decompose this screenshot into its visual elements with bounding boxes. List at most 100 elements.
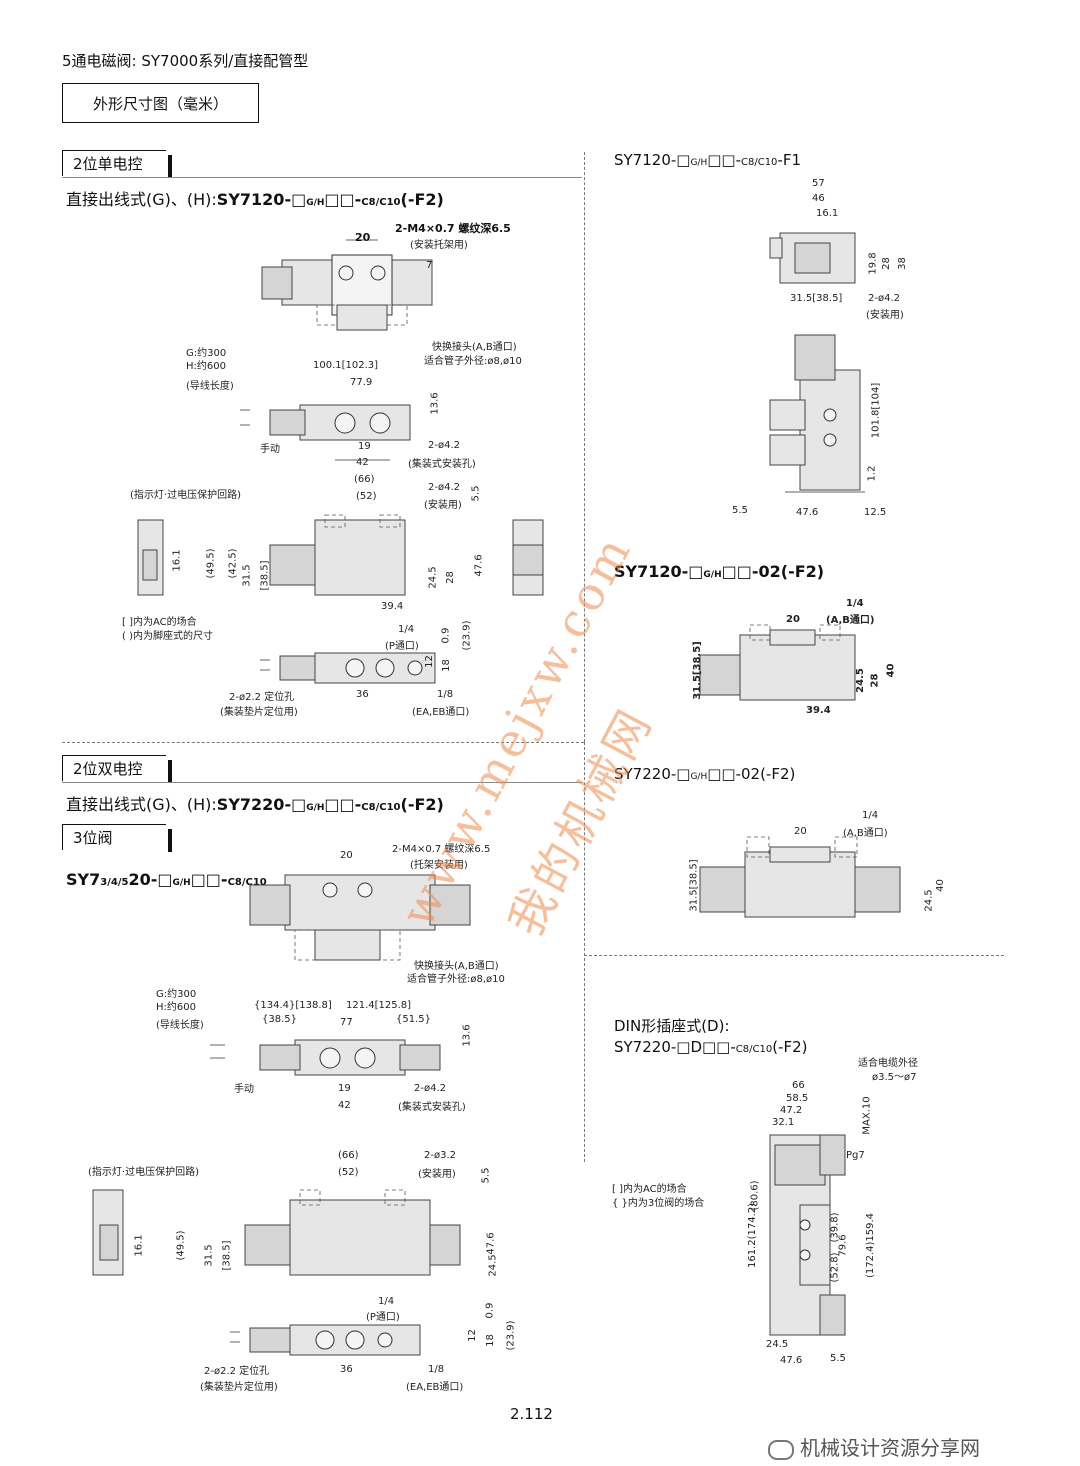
din-dim-1724: (172.4)159.4 (865, 1212, 877, 1279)
d4-pin-note: (集装垫片定位用) (220, 707, 298, 718)
dd2-dim-19: 19 (338, 1083, 351, 1094)
double-side-view-drawing (92, 1189, 124, 1276)
r7220-dim-245: 24.5 (923, 889, 935, 912)
din-dim-472: 47.2 (780, 1105, 803, 1116)
chat-icon (768, 1439, 794, 1460)
horizontal-divider-right (584, 955, 1004, 956)
d2-dim-42: 42 (356, 457, 369, 468)
d1-dim-20: 20 (355, 231, 371, 244)
dd4-port-p: 1/4 (378, 1296, 395, 1307)
dd2-fitting-note: 适合管子外径:ø8,ø10 (407, 974, 505, 985)
d4-pin: 2-ø2.2 定位孔 (229, 692, 295, 703)
dd3-dim-52: (52) (338, 1167, 359, 1178)
three-title-digits: 3/4/5 (100, 877, 129, 888)
footer-brand-text: 机械设计资源分享网 (800, 1436, 980, 1460)
din-note-1: [ ]内为AC的场合 (612, 1184, 687, 1195)
din-cable: 适合电缆外径 (858, 1058, 918, 1069)
dd3-hole-note: (安装用) (418, 1169, 456, 1180)
r02-dim-28: 28 (869, 673, 881, 688)
three-title-cc: C8/C10 (227, 877, 267, 888)
d4-dim-18: 18 (440, 659, 452, 672)
double-title-gh: G/H (306, 803, 325, 813)
dd3-dim-495: (49.5) (175, 1230, 187, 1261)
d1-thread: 2-M4×0.7 螺纹深6.5 (395, 222, 511, 235)
dd4-dim-36: 36 (340, 1364, 353, 1375)
f1-dim-1018: 101.8[104] (870, 382, 882, 439)
three-title-c: □□- (190, 870, 228, 889)
r7220-title-gh: G/H (690, 772, 708, 782)
dd2-dim-515: {51.5} (396, 1014, 431, 1025)
d2-dim-100: 100.1[102.3] (313, 360, 379, 371)
d2-fitting-note: 适合管子外径:ø8,ø10 (424, 356, 522, 367)
d3-dim-476: 47.6 (473, 554, 485, 577)
dd1-thread-note: (托架安装用) (410, 860, 468, 871)
dd2-dim-134: {134.4}[138.8] (254, 1000, 332, 1011)
d3-dim-55: 5.5 (470, 485, 482, 502)
d3-dim-425: (42.5) (227, 548, 239, 579)
page-number: 2.112 (510, 1405, 553, 1423)
double-top-view-drawing (249, 874, 471, 961)
d3-dim-495: (49.5) (205, 548, 217, 579)
din-note-2: { }内为3位阀的场合 (612, 1198, 705, 1209)
r7220-dim-40: 40 (934, 879, 946, 892)
d4-dim-12: 12 (423, 655, 435, 668)
page-header: 5通电磁阀: SY7000系列/直接配管型 (62, 52, 309, 70)
d2-dim-779: 77.9 (350, 377, 373, 388)
double-title-model: SY7220-□ (216, 795, 307, 814)
double-title-mid: □□- (324, 795, 362, 814)
double-title-c: C8/C10 (361, 802, 401, 813)
tab-double-label: 2位双电控 (73, 760, 143, 778)
f1-dim-476: 47.6 (796, 507, 819, 518)
r02-dim-315: 31.5[38.5] (691, 641, 703, 700)
f1-dim-38: 38 (896, 257, 908, 270)
f1-dim-55: 5.5 (732, 505, 748, 516)
dd3-led: (指示灯·过电压保护回路) (88, 1167, 199, 1178)
section-title-box: 外形尺寸图（毫米） (62, 83, 259, 123)
d2-wire-note: (导线长度) (186, 381, 234, 392)
d3-dim-52: (52) (356, 491, 377, 502)
f1-front-view-drawing (769, 334, 865, 493)
din-dim-55: 5.5 (830, 1353, 846, 1364)
din-dim-528: (52.8) (829, 1252, 841, 1283)
dd4-port-p-note: (P通口) (366, 1312, 400, 1323)
double-title: 直接出线式(G)、(H):SY7220-□G/H□□-C8/C10(-F2) (66, 791, 444, 815)
single-front-view-drawing (240, 404, 411, 461)
dd2-dim-42: 42 (338, 1100, 351, 1111)
din-dim-1612: 161.2(174.2) (747, 1202, 759, 1269)
double-title-suffix: (-F2) (400, 795, 444, 814)
single-title-gh: G/H (306, 198, 325, 208)
single-title-prefix: 直接出线式(G)、(H): (66, 190, 217, 209)
f1-top-view-drawing (769, 232, 856, 284)
din-title-c: C8/C10 (735, 1044, 773, 1055)
din-dim-476: 47.6 (780, 1355, 803, 1366)
d3-hole: 2-ø4.2 (428, 482, 460, 493)
dd1-dim-20: 20 (340, 850, 353, 861)
f1-hole-note: (安装用) (866, 310, 904, 321)
dd4-dim-18: 18 (484, 1334, 496, 1347)
tab-underline (62, 177, 582, 178)
d4-port-e: 1/8 (437, 689, 454, 700)
r7220-title-b: □□-02(-F2) (707, 765, 796, 783)
dd3-dim-245: 24.5 (487, 1254, 499, 1277)
dd2-wire-g: G:约300 (156, 989, 197, 1000)
r02-title-b: □□-02(-F2) (721, 562, 825, 581)
dd2-manual: 手动 (234, 1084, 254, 1095)
dd3-dim-66: (66) (338, 1150, 359, 1161)
r02-dim-20: 20 (786, 614, 800, 625)
tab-three-label: 3位阀 (73, 829, 113, 847)
dd3-dim-315: 31.5 (203, 1244, 215, 1267)
r7220-port: 1/4 (862, 810, 879, 821)
d2-manual: 手动 (260, 444, 280, 455)
din-dim-321: 32.1 (772, 1117, 795, 1128)
double-main-view-drawing (244, 1189, 461, 1276)
r7220-drawing (699, 836, 901, 918)
single-side-view-drawing (137, 519, 164, 596)
r02-port-note: (A,B通口) (826, 615, 875, 626)
single-note-1: [ ]内为AC的场合 (122, 617, 197, 628)
dd4-pin-note: (集装垫片定位用) (200, 1382, 278, 1393)
r02-dim-245: 24.5 (854, 668, 866, 693)
dd2-hole-note: (集装式安装孔) (398, 1102, 466, 1113)
din-dim-66: 66 (792, 1080, 805, 1091)
d2-fitting: 快换接头(A,B通口) (432, 342, 517, 353)
r7220-title: SY7220-□G/H□□-02(-F2) (614, 765, 795, 783)
